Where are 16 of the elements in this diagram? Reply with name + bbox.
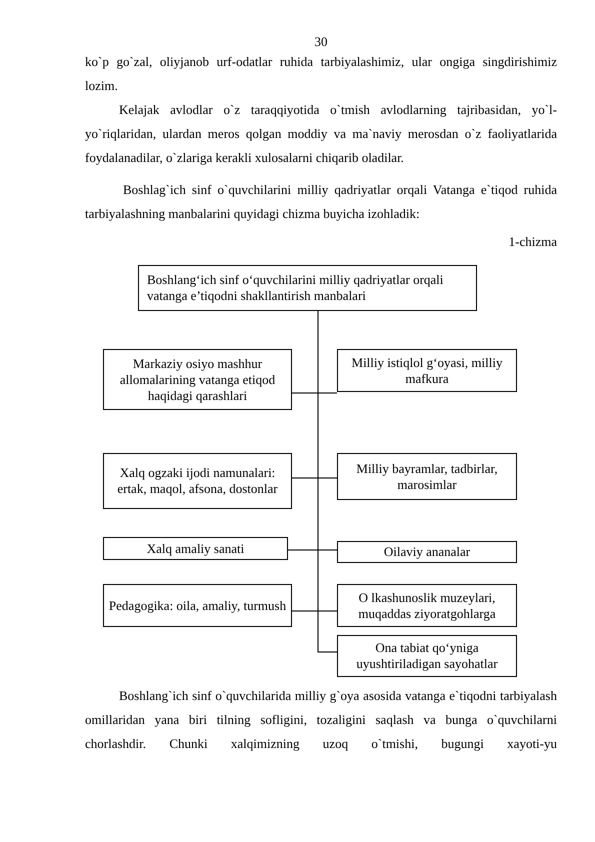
source-box: Ona tabiat qo‘yniga uyushtiriladigan sayohatlar	[337, 635, 517, 677]
source-box: Markaziy osiyo mashhur allomalarining vatanga etiqod haqidagi qarashlari	[103, 349, 292, 410]
paragraph: Kelajak avlodlar o`z taraqqiyotida o`tmish avlodlarning tajribasidan, yo`l-yo`riqlaridan, ulardan meros qolgan moddiy va ma`naviy merosdan o`z faoliyatlarida foydalanadilar, o`zlariga kerakli xulosalarni chiqarib oladilar.	[85, 101, 557, 167]
source-box: O lkashunoslik muzeylari, muqaddas ziyoratgohlarga	[337, 584, 517, 627]
paragraph: Boshlang`ich sinf o`quvchilarida milliy g`oya asosida vatanga e`tiqodni tarbiyalash omillaridan yana biri tilning sofligini, tozaligini saqlash va bunga o`quvchilarni chorlashdir. Chunki xalqimizning uzoq o`tmishi, bugungi xayoti-yu	[85, 687, 557, 753]
paragraph: ko`p go`zal, oliyjanob urf-odatlar ruhida tarbiyalashimiz, ular ongiga singdirishimiz lozim.	[85, 53, 557, 95]
figure-number: 1-chizma	[508, 233, 557, 251]
source-box: Xalq amaliy sanati	[103, 537, 288, 560]
source-box: Pedagogika: oila, amaliy, turmush	[103, 584, 292, 627]
paragraph: Boshlag`ich sinf o`quvchilarini milliy qadriyatlar orqali Vatanga e`tiqod ruhida tarbiyalashning manbalarini quyidagi chizma buyicha izohladik:	[85, 181, 557, 223]
source-box: Xalq ogzaki ijodi namunalari: ertak, maqol, afsona, dostonlar	[103, 453, 292, 509]
title-box: Boshlang‘ich sinf o‘quvchilarini milliy qadriyatlar orqali vatanga e’tiqodni shakllantirish manbalari	[138, 265, 477, 311]
source-box: Milliy istiqlol g‘oyasi, milliy mafkura	[337, 349, 517, 392]
source-box: Milliy bayramlar, tadbirlar, marosimlar	[337, 453, 517, 500]
source-box: Oilaviy ananalar	[337, 541, 517, 563]
page-number: 30	[314, 33, 328, 51]
